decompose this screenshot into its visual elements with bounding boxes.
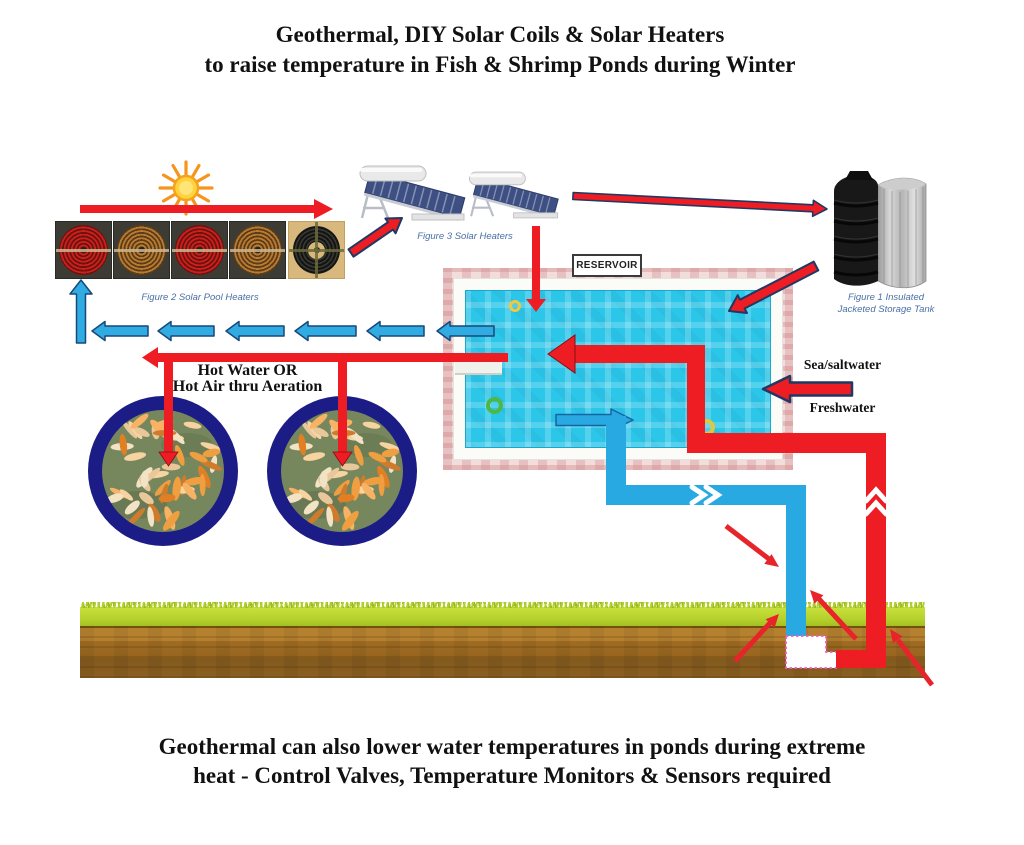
cold-pipe-flow-chevron: [689, 484, 723, 506]
heaters-to-tank-arrow: [571, 191, 828, 218]
coil-mount-bar: [172, 248, 227, 252]
figure2-caption: Figure 2 Solar Pool Heaters: [141, 292, 259, 303]
storage-tank: [833, 171, 927, 289]
fish-pond-1: [88, 396, 238, 546]
blue-left-arrow: [157, 320, 215, 342]
hot-water-label: Hot Water OR Hot Air thru Aeration: [160, 363, 335, 395]
blue-left-arrow: [225, 320, 285, 342]
figure3-caption: Figure 3 Solar Heaters: [417, 231, 513, 242]
freshwater-label: Freshwater: [809, 400, 876, 415]
coil-mount-bar: [56, 248, 111, 252]
cold-return-arrows: [69, 279, 495, 344]
pool-step: [455, 361, 502, 375]
solar-coil-panel-copper-2: [229, 221, 286, 279]
coil-mount-bar: [114, 248, 169, 252]
solar-heater-1: [359, 165, 466, 221]
title-line-1: Geothermal, DIY Solar Coils & Solar Heat…: [275, 22, 725, 47]
soil-strip: [80, 626, 925, 678]
pool-water: [465, 290, 771, 448]
page-title: Geothermal, DIY Solar Coils & Solar Heat…: [15, 20, 985, 80]
sea-saltwater-label: Sea/saltwater: [803, 357, 882, 372]
blue-left-arrow: [294, 320, 357, 342]
footer-line-1: Geothermal can also lower water temperat…: [158, 734, 866, 759]
pool-float-yellow: [698, 419, 715, 436]
figure1-caption-line-2: Jacketed Storage Tank: [837, 304, 935, 315]
grass-strip: [80, 602, 925, 626]
blue-left-arrow: [91, 320, 149, 342]
koi-fish-group: [285, 413, 401, 531]
figure1-caption-line-1: Figure 1 Insulated: [847, 292, 925, 303]
reservoir-label: RESERVOIR: [572, 254, 642, 277]
blue-up-arrow: [69, 279, 93, 344]
fish-pond-2: [267, 396, 417, 546]
hot-water-label-line-1: Hot Water OR: [197, 362, 298, 379]
solar-coil-panel-copper-1: [113, 221, 170, 279]
sun-icon: [158, 160, 214, 216]
pool-float-green: [486, 397, 503, 414]
solar-coil-panel-red-1: [55, 221, 112, 279]
pool-float-yellow-small: [509, 300, 521, 312]
figure1-caption: Figure 1 Insulated Jacketed Storage Tank: [816, 292, 956, 316]
blue-left-arrow: [366, 320, 425, 342]
footer-line-2: heat - Control Valves, Temperature Monit…: [193, 763, 831, 788]
coil-mount-bar-vertical: [315, 222, 318, 278]
coil-mount-bar: [230, 248, 285, 252]
solar-coil-panel-red-2: [171, 221, 228, 279]
hot-pipe-flow-chevron: [863, 486, 889, 517]
title-line-2: to raise temperature in Fish & Shrimp Po…: [204, 52, 796, 77]
solar-coil-panel-black: [288, 221, 345, 279]
solar-heater-2: [468, 171, 559, 219]
footer-note: Geothermal can also lower water temperat…: [10, 732, 1014, 790]
hot-water-label-line-2: Hot Air thru Aeration: [172, 378, 323, 395]
